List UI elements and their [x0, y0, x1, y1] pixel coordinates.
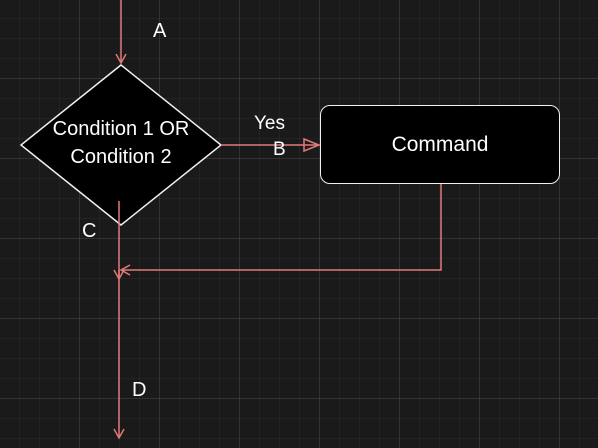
command-node[interactable]: Command — [320, 105, 560, 184]
command-label: Command — [391, 132, 489, 156]
decision-label-line-1: Condition 1 OR — [52, 118, 190, 140]
edge-a-label: A — [153, 20, 167, 42]
edge-command-return-line — [119, 184, 442, 276]
edge-d-label: D — [132, 379, 147, 401]
edge-c-label: C — [82, 220, 97, 242]
edge-b-label: B — [273, 139, 286, 160]
decision-label-line-2: Condition 2 — [70, 146, 172, 168]
decision-label: Condition 1 OR Condition 2 — [21, 115, 221, 171]
edge-yes-label: Yes — [254, 113, 285, 134]
decision-diamond[interactable] — [19, 64, 223, 226]
